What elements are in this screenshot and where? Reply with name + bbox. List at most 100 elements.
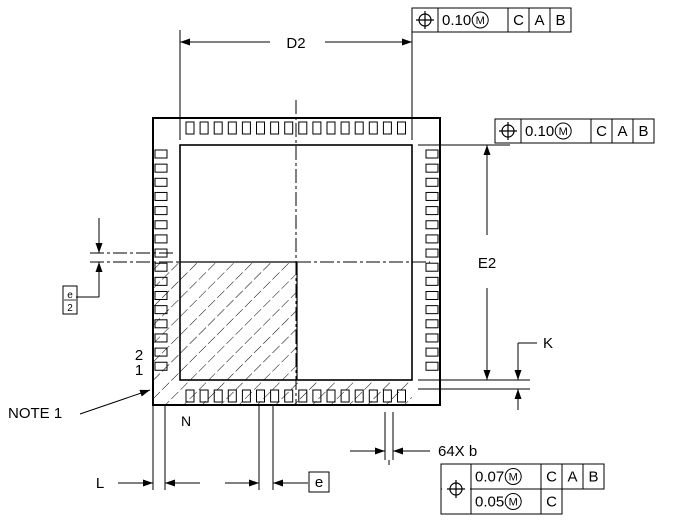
terminal-pad bbox=[425, 234, 439, 244]
mmc-modifier-icon bbox=[554, 122, 572, 140]
fcf-datum-a: A bbox=[534, 12, 544, 29]
dimension-l bbox=[118, 405, 200, 490]
terminal-pad bbox=[425, 347, 439, 357]
terminal-pad bbox=[154, 361, 168, 371]
fcf-datum-a: A bbox=[567, 469, 577, 486]
pin-1-label: 1 bbox=[135, 362, 143, 379]
terminal-pad bbox=[270, 389, 280, 403]
e-box bbox=[308, 471, 330, 493]
terminal-pad bbox=[425, 319, 439, 329]
dimension-k bbox=[418, 342, 537, 410]
terminal-pad bbox=[185, 121, 195, 135]
dimension-d2 bbox=[179, 30, 413, 140]
terminal-pad bbox=[425, 262, 439, 272]
l-label: L bbox=[96, 475, 104, 492]
note1-label: NOTE 1 bbox=[8, 405, 62, 422]
terminal-pad bbox=[312, 389, 322, 403]
terminal-pad bbox=[425, 149, 439, 159]
e2-label: E2 bbox=[478, 255, 496, 272]
terminal-pad bbox=[298, 121, 308, 135]
terminal-pads-right bbox=[425, 149, 439, 371]
terminal-pad bbox=[154, 163, 168, 173]
mmc-modifier-label: M bbox=[559, 126, 568, 138]
terminal-pad bbox=[425, 248, 439, 258]
terminal-pad bbox=[270, 121, 280, 135]
terminal-pad bbox=[284, 121, 294, 135]
fcf-datum-c: C bbox=[596, 123, 607, 140]
terminal-pad bbox=[425, 191, 439, 201]
terminal-pad bbox=[227, 389, 237, 403]
terminal-pad bbox=[154, 248, 168, 258]
terminal-pad bbox=[354, 389, 364, 403]
terminal-pad bbox=[397, 121, 406, 135]
fcf-datum-c: C bbox=[546, 494, 557, 511]
terminal-pad bbox=[425, 305, 439, 315]
terminal-pad bbox=[199, 389, 209, 403]
dimension-e-half bbox=[76, 218, 103, 298]
fcf-datum-b: B bbox=[555, 12, 565, 29]
terminal-pad bbox=[154, 347, 168, 357]
terminal-pad bbox=[298, 389, 308, 403]
fcf-frame bbox=[494, 118, 655, 144]
e-half-denominator: 2 bbox=[67, 303, 73, 314]
fcf-tolerance: 0.10 bbox=[525, 123, 554, 140]
mmc-modifier-label: M bbox=[509, 472, 518, 484]
terminal-pad bbox=[213, 121, 223, 135]
terminal-pad bbox=[382, 121, 392, 135]
terminal-pad bbox=[284, 389, 294, 403]
terminal-pad bbox=[382, 389, 392, 403]
terminal-pads-bottom bbox=[185, 389, 406, 403]
count-b-label: 64X b bbox=[438, 443, 477, 460]
fcf-datum-c: C bbox=[513, 12, 524, 29]
mmc-modifier-icon bbox=[504, 468, 522, 485]
terminal-pad bbox=[425, 177, 439, 187]
fcf-frame bbox=[411, 7, 572, 33]
terminal-pad bbox=[154, 276, 168, 286]
terminal-pad bbox=[256, 121, 265, 135]
terminal-pad bbox=[354, 121, 364, 135]
terminal-pad bbox=[241, 389, 251, 403]
terminal-pads-left bbox=[154, 149, 168, 371]
pin1-hatched-region bbox=[153, 262, 412, 405]
terminal-pad bbox=[368, 389, 378, 403]
pin-2-label: 2 bbox=[135, 347, 143, 364]
terminal-pad bbox=[326, 389, 336, 403]
terminal-pad bbox=[213, 389, 223, 403]
mmc-modifier-label: M bbox=[509, 497, 518, 509]
terminal-pad bbox=[340, 121, 350, 135]
mmc-modifier-label: M bbox=[476, 15, 485, 27]
terminal-pad bbox=[154, 234, 168, 244]
fcf-tolerance: 0.10 bbox=[442, 12, 471, 29]
terminal-pads-top bbox=[185, 121, 406, 135]
terminal-pad bbox=[185, 389, 195, 403]
terminal-pad bbox=[326, 121, 336, 135]
terminal-pad bbox=[154, 206, 168, 216]
terminal-pad bbox=[340, 389, 350, 403]
fcf-datum-c: C bbox=[546, 469, 557, 486]
terminal-pad bbox=[154, 305, 168, 315]
e-label: e bbox=[315, 474, 323, 491]
fcf-frame bbox=[440, 488, 563, 515]
dimension-e bbox=[225, 405, 308, 490]
terminal-pad bbox=[368, 121, 378, 135]
terminal-pad bbox=[312, 121, 322, 135]
fcf-datum-b: B bbox=[588, 469, 598, 486]
terminal-pad bbox=[425, 220, 439, 230]
terminal-pad bbox=[154, 319, 168, 329]
terminal-pad bbox=[154, 191, 168, 201]
fcf-datum-a: A bbox=[617, 123, 627, 140]
terminal-pad bbox=[154, 149, 168, 159]
terminal-pad bbox=[425, 163, 439, 173]
terminal-pad bbox=[425, 291, 439, 300]
fcf-tolerance: 0.07 bbox=[475, 469, 504, 486]
terminal-pad bbox=[425, 276, 439, 286]
mmc-modifier-icon bbox=[504, 493, 522, 510]
terminal-pad bbox=[397, 389, 406, 403]
mmc-modifier-icon bbox=[471, 11, 489, 29]
k-label: K bbox=[543, 335, 553, 352]
d2-label: D2 bbox=[286, 35, 305, 52]
